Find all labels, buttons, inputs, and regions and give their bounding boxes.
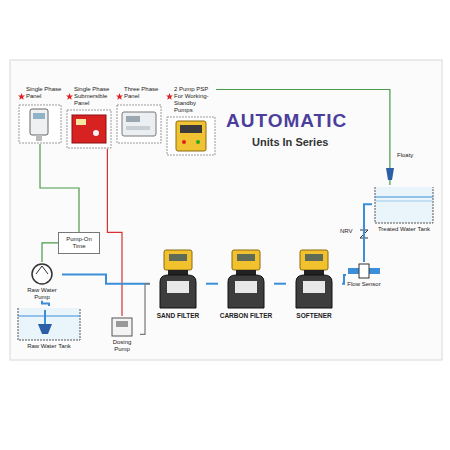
control-panel-illustration-art	[66, 109, 112, 149]
float-label: Floaty	[397, 152, 413, 158]
water-pipe	[274, 283, 286, 285]
control-panel-illustration	[18, 104, 62, 144]
control-panel: Single Phase Submersible Panel	[66, 86, 112, 149]
control-wire	[140, 284, 150, 335]
box-node: Pump-On Time	[58, 232, 100, 254]
rawtank-node: Raw Water Tank	[14, 306, 84, 350]
red-star	[116, 86, 123, 93]
part-label: Raw Water Pump	[22, 287, 62, 301]
control-wire	[216, 90, 390, 186]
control-panel-illustration	[166, 116, 216, 156]
panel-label-row: 2 Pump PSP For Working- Standby Pumps	[166, 86, 216, 114]
subtitle: Units In Series	[252, 136, 328, 148]
red-star	[18, 86, 25, 93]
control-panel: Three Phase Panel	[116, 86, 162, 144]
control-panel-illustration-art	[18, 104, 62, 144]
dosing-pump-illustration-art	[110, 316, 134, 338]
water-pipe	[342, 275, 346, 284]
filter-illustration	[218, 248, 274, 310]
water-pipe	[42, 301, 49, 306]
float-switch	[386, 168, 394, 180]
control-panel: 2 Pump PSP For Working- Standby Pumps	[166, 86, 216, 156]
filter-label: SAND FILTER	[157, 312, 200, 319]
filter-illustration-art	[218, 248, 274, 310]
raw-tank-illustration	[14, 306, 84, 342]
part-label: Flow Sensor	[347, 281, 380, 288]
pump-symbol-art	[30, 262, 54, 286]
control-wire	[40, 144, 79, 232]
red-star-art	[66, 93, 73, 100]
red-star	[66, 86, 73, 93]
control-panel: Single Phase Panel	[18, 86, 62, 144]
panel-label-row: Single Phase Submersible Panel	[66, 86, 112, 107]
filter-label: CARBON FILTER	[220, 312, 273, 319]
part-label: Raw Water Tank	[27, 343, 71, 350]
water-pipe	[206, 283, 218, 285]
control-wire	[42, 243, 58, 262]
dosing-pump-illustration	[110, 316, 134, 338]
control-panel-illustration	[66, 109, 112, 149]
filter-unit: SOFTENER	[286, 248, 342, 319]
dosing-node: Dosing Pump	[104, 316, 140, 353]
treated-tank-illustration-art	[372, 185, 436, 225]
panel-label: Single Phase Panel	[26, 86, 62, 100]
part-label: Dosing Pump	[104, 339, 140, 353]
flow-sensor-symbol	[346, 262, 382, 280]
filter-unit: SAND FILTER	[150, 248, 206, 319]
red-star	[166, 86, 173, 93]
filter-label: SOFTENER	[296, 312, 331, 319]
control-wire	[107, 149, 122, 316]
red-star-art	[116, 93, 123, 100]
panel-label: 2 Pump PSP For Working- Standby Pumps	[174, 86, 216, 114]
filter-unit: CARBON FILTER	[218, 248, 274, 319]
filter-illustration-art	[150, 248, 206, 310]
red-star-art	[18, 93, 25, 100]
control-panel-illustration	[116, 104, 162, 144]
pump-symbol	[30, 262, 54, 286]
filter-illustration-art	[286, 248, 342, 310]
filter-illustration	[150, 248, 206, 310]
panel-label-row: Three Phase Panel	[116, 86, 162, 102]
filter-illustration	[286, 248, 342, 310]
flow-sensor-symbol-art	[346, 262, 382, 280]
part-label: Treated Water Tank	[378, 226, 430, 233]
pump-node: Raw Water Pump	[22, 262, 62, 301]
control-panel-illustration-art	[116, 104, 162, 144]
water-pipe	[364, 204, 372, 262]
panel-label: Single Phase Submersible Panel	[74, 86, 112, 107]
red-star-art	[166, 93, 173, 100]
diagram-title: AUTOMATIC	[226, 110, 347, 132]
treated-tank-illustration	[372, 185, 436, 225]
valve-label: NRV	[340, 228, 353, 234]
board	[10, 60, 442, 360]
timer-label: Pump-On Time	[61, 236, 97, 250]
control-panel-illustration-art	[166, 116, 216, 156]
raw-tank-illustration-art	[14, 306, 84, 342]
sensor-node: Flow Sensor	[346, 262, 382, 288]
tank-node: Treated Water Tank	[372, 185, 436, 233]
panel-label-row: Single Phase Panel	[18, 86, 62, 102]
panel-label: Three Phase Panel	[124, 86, 162, 100]
water-pipe	[62, 274, 150, 283]
